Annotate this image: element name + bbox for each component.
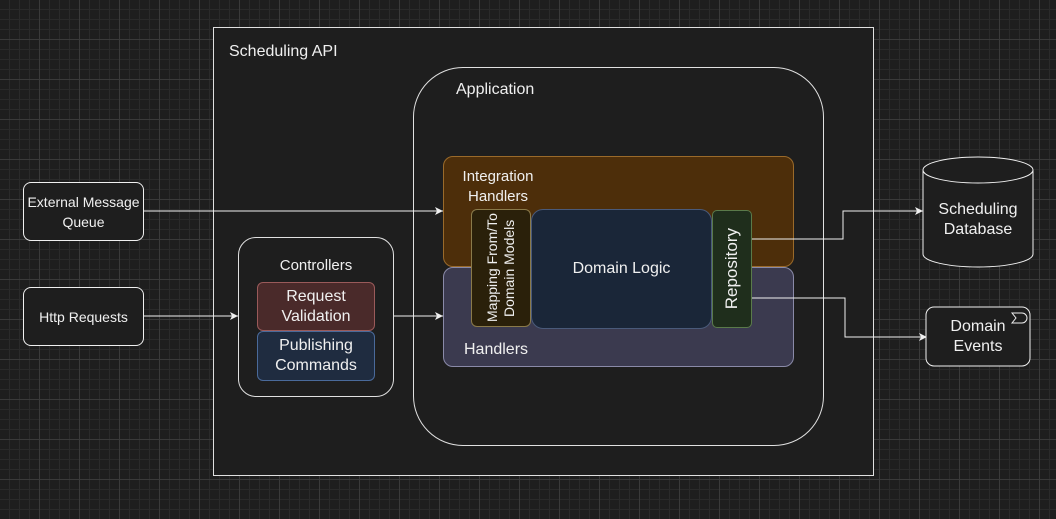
integration-handlers-label: Integration Handlers bbox=[462, 168, 534, 205]
domain-logic-label: Domain Logic bbox=[572, 260, 671, 277]
domain-logic-block[interactable]: Domain Logic bbox=[531, 209, 712, 329]
repository-block[interactable]: Repository bbox=[712, 210, 752, 328]
domain-events-shape-icon[interactable] bbox=[925, 306, 1031, 367]
http-requests-node[interactable]: Http Requests bbox=[23, 287, 144, 346]
publishing-commands-label: Publishing Commands bbox=[275, 337, 357, 374]
handlers-label: Handlers bbox=[464, 341, 529, 358]
request-validation-label: Request Validation bbox=[281, 287, 351, 325]
request-validation-block[interactable]: Request Validation bbox=[257, 282, 375, 331]
http-requests-label: Http Requests bbox=[39, 308, 128, 325]
external-message-queue-node[interactable]: External Message Queue bbox=[23, 182, 144, 241]
repository-to-database-arrow bbox=[752, 207, 923, 240]
scheduling-api-title: Scheduling API bbox=[229, 43, 338, 60]
scheduling-database-cylinder-icon[interactable] bbox=[922, 156, 1034, 268]
repository-to-events-arrow bbox=[752, 297, 927, 341]
controllers-title: Controllers bbox=[279, 257, 353, 274]
domain-events-node[interactable]: Domain Events bbox=[926, 312, 1030, 362]
mapping-block[interactable]: Mapping From/To Domain Models bbox=[471, 209, 531, 327]
scheduling-database-node[interactable]: Scheduling Database bbox=[923, 190, 1033, 250]
event-flag-icon bbox=[1010, 312, 1028, 324]
publishing-commands-block[interactable]: Publishing Commands bbox=[257, 331, 375, 381]
domain-events-label: Domain Events bbox=[950, 318, 1006, 355]
scheduling-database-label: Scheduling Database bbox=[938, 201, 1018, 238]
application-title: Application bbox=[456, 81, 535, 98]
external-message-queue-label: External Message Queue bbox=[27, 193, 140, 230]
